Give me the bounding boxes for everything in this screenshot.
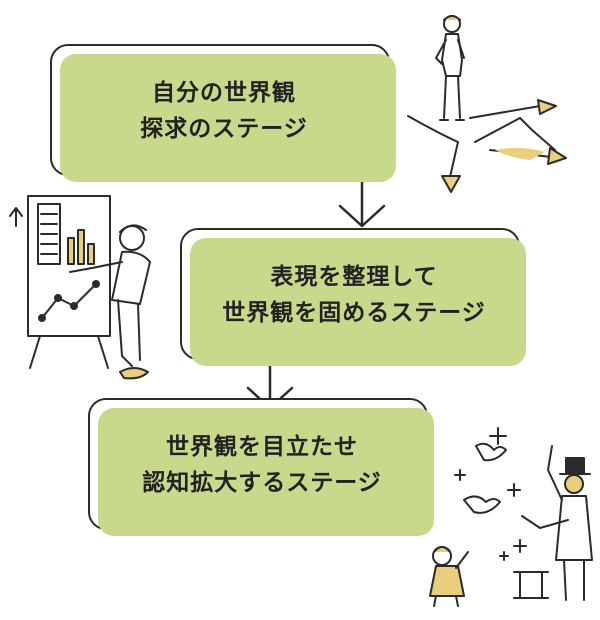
stage-label-line: 探求のステージ — [140, 116, 308, 142]
stage-label-line: 表現を整理して — [270, 264, 438, 291]
stage-box-consolidation: 表現を整理して 世界観を固めるステージ — [180, 228, 526, 366]
stage-box-fill — [190, 238, 526, 366]
presenter-chart-illustration — [9, 195, 151, 380]
stage-box-awareness: 世界観を目立たせ 認知拡大するステージ — [88, 398, 434, 536]
stage-label: 世界観を目立たせ 認知拡大するステージ — [90, 400, 426, 528]
stage-label-line: 自分の世界観 — [152, 80, 296, 107]
stage-box-fill — [60, 54, 396, 182]
stage-box-exploration: 自分の世界観 探求のステージ — [50, 44, 396, 182]
stage-label: 表現を整理して 世界観を固めるステージ — [182, 230, 518, 358]
magician-doves-illustration — [429, 427, 593, 607]
stage-label-line: 世界観を目立たせ — [166, 434, 358, 461]
stage-label-line: 世界観を固めるステージ — [222, 300, 486, 326]
stage-label: 自分の世界観 探求のステージ — [52, 46, 388, 174]
stage-box-fill — [98, 408, 434, 536]
stage-label-line: 認知拡大するステージ — [142, 470, 382, 496]
person-crossroads-illustration — [407, 15, 567, 193]
